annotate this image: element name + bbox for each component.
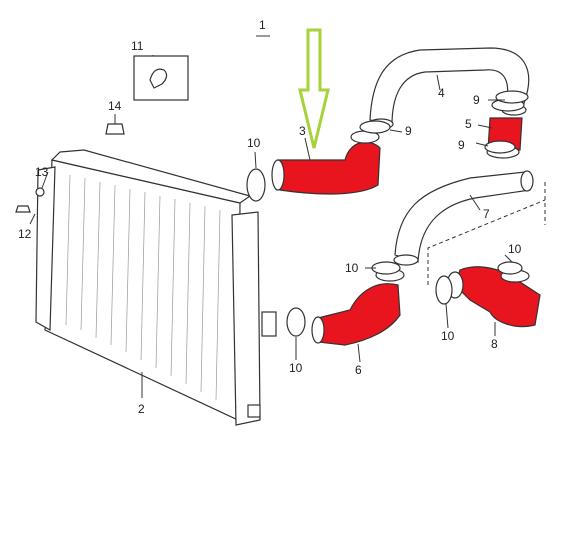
label-part-7: 7 (483, 207, 490, 221)
label-part-9-low: 9 (458, 138, 465, 152)
label-part-3: 3 (299, 124, 306, 138)
label-part-9-top: 9 (473, 93, 480, 107)
label-part-13: 13 (35, 165, 49, 179)
label-part-2: 2 (138, 402, 145, 416)
pipe-7 (393, 170, 534, 266)
hose-8 (446, 266, 541, 328)
bracket-detail (133, 55, 189, 101)
label-part-11: 11 (131, 39, 144, 53)
label-part-10-a: 10 (247, 136, 261, 150)
label-part-9-mid: 9 (405, 124, 412, 138)
label-part-12: 12 (18, 227, 32, 241)
leader-lines (29, 35, 513, 398)
label-part-1: 1 (259, 18, 266, 32)
hose-3 (271, 130, 381, 195)
label-part-10-e: 10 (441, 329, 455, 343)
label-part-10-c: 10 (508, 242, 522, 256)
hose-6 (311, 268, 405, 346)
label-part-6: 6 (355, 363, 362, 377)
label-part-14: 14 (108, 99, 122, 113)
label-part-10-b: 10 (345, 261, 359, 275)
label-part-5: 5 (465, 117, 472, 131)
group-brackets (427, 182, 546, 285)
fasteners (15, 123, 125, 213)
intercooler-core (35, 149, 277, 426)
part-labels: 1 2 3 4 5 6 7 8 9 9 9 10 10 10 10 10 11 … (18, 18, 522, 416)
label-part-4: 4 (438, 86, 445, 100)
green-arrow-indicator (298, 28, 330, 149)
label-part-10-d: 10 (289, 361, 303, 375)
label-part-8: 8 (491, 337, 498, 351)
pipe-4 (368, 47, 530, 130)
